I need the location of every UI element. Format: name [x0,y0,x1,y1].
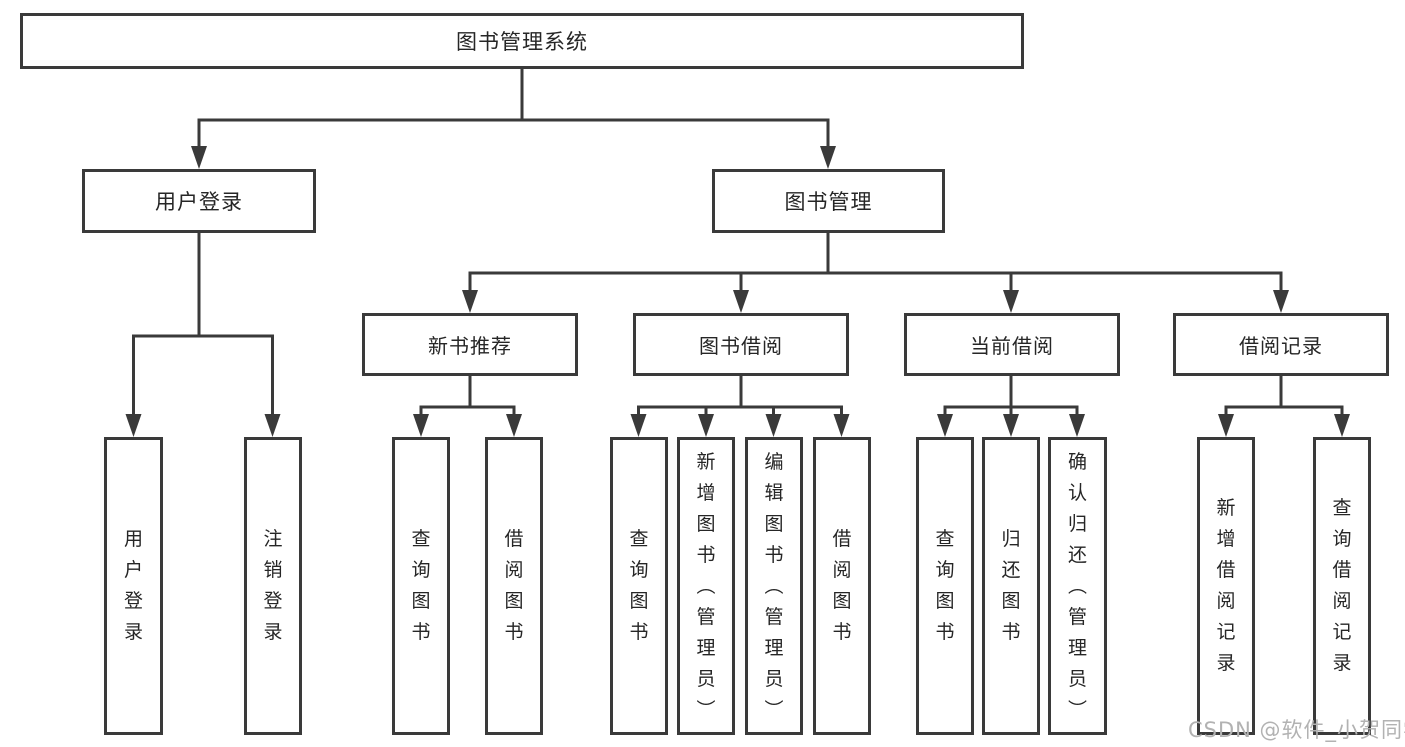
leaf-confirm-return-admin: 确 认 归 还 ︵ 管 理 员 ︶ [1048,437,1107,735]
leaf-return-book: 归 还 图 书 [982,437,1040,735]
connector-newbook-rail [419,405,516,416]
connector-currentborrow-rail [943,405,1079,416]
root-node-label: 图书管理系统 [456,30,588,54]
leaf-user-login-label: 用 户 登 录 [123,528,143,643]
connector-bookborrow-rail [637,405,843,416]
branch-book-management: 图书管理 [712,169,945,233]
leaf-query-books-current: 查 询 图 书 [916,437,974,735]
leaf-edit-book-admin-label: 编 辑 图 书 ︵ 管 理 员 ︶ [764,450,784,721]
leaf-query-borrow-record-label: 查 询 借 阅 记 录 [1332,497,1352,674]
leaf-add-borrow-record-label: 新 增 借 阅 记 录 [1216,497,1236,674]
group-borrow-records: 借阅记录 [1173,313,1389,376]
leaf-query-books-recommend-label: 查 询 图 书 [411,528,431,643]
group-new-book-recommend: 新书推荐 [362,313,578,376]
csdn-watermark: CSDN @软件_小贺同学 [1188,718,1405,742]
leaf-user-login: 用 户 登 录 [104,437,163,735]
connector-records-rail [1224,405,1344,416]
group-current-borrow-label: 当前借阅 [970,334,1054,358]
leaf-query-books-borrow-label: 查 询 图 书 [629,528,649,643]
group-new-book-recommend-label: 新书推荐 [428,334,512,358]
leaf-borrow-books: 借 阅 图 书 [813,437,871,735]
branch-user-login-label: 用户登录 [155,190,243,214]
connector-bookmgmt-rail [468,271,1283,292]
group-current-borrow: 当前借阅 [904,313,1120,376]
leaf-query-books-borrow: 查 询 图 书 [610,437,668,735]
leaf-confirm-return-admin-label: 确 认 归 还 ︵ 管 理 员 ︶ [1067,450,1087,721]
leaf-query-books-recommend: 查 询 图 书 [392,437,450,735]
leaf-borrow-books-recommend-label: 借 阅 图 书 [504,528,524,643]
leaf-logout: 注 销 登 录 [244,437,302,735]
leaf-edit-book-admin: 编 辑 图 书 ︵ 管 理 员 ︶ [745,437,803,735]
group-book-borrow: 图书借阅 [633,313,849,376]
leaf-query-borrow-record: 查 询 借 阅 记 录 [1313,437,1371,735]
leaf-logout-label: 注 销 登 录 [263,528,283,643]
connector-userlogin-rail [132,334,274,416]
group-book-borrow-label: 图书借阅 [699,334,783,358]
branch-user-login: 用户登录 [82,169,316,233]
leaf-borrow-books-recommend: 借 阅 图 书 [485,437,543,735]
arrowheads [125,146,1350,437]
leaf-query-books-current-label: 查 询 图 书 [935,528,955,643]
leaf-return-book-label: 归 还 图 书 [1001,528,1021,643]
leaf-add-borrow-record: 新 增 借 阅 记 录 [1197,437,1255,735]
branch-book-management-label: 图书管理 [784,190,873,214]
leaf-borrow-books-label: 借 阅 图 书 [832,528,852,643]
connector-root-rail [197,118,830,148]
root-node-library-system: 图书管理系统 [20,13,1024,69]
leaf-add-book-admin-label: 新 增 图 书 ︵ 管 理 员 ︶ [696,450,716,721]
group-borrow-records-label: 借阅记录 [1239,334,1323,358]
leaf-add-book-admin: 新 增 图 书 ︵ 管 理 员 ︶ [677,437,735,735]
